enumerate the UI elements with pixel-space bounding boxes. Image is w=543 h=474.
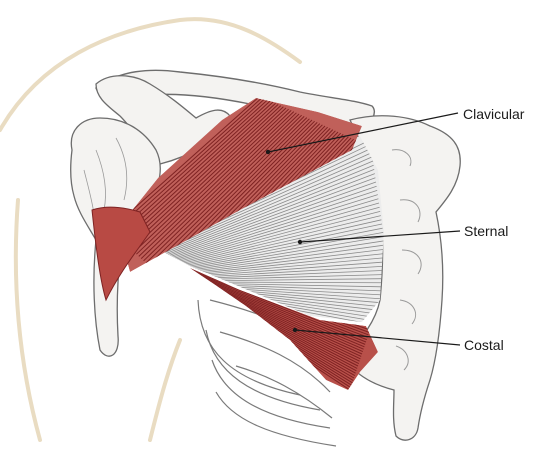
leader-dot-sternal [298,240,302,244]
label-sternal: Sternal [464,224,508,238]
leader-dot-costal [293,328,297,332]
label-clavicular: Clavicular [463,107,524,121]
label-costal: Costal [464,338,504,352]
leader-dot-clavicular [266,150,270,154]
